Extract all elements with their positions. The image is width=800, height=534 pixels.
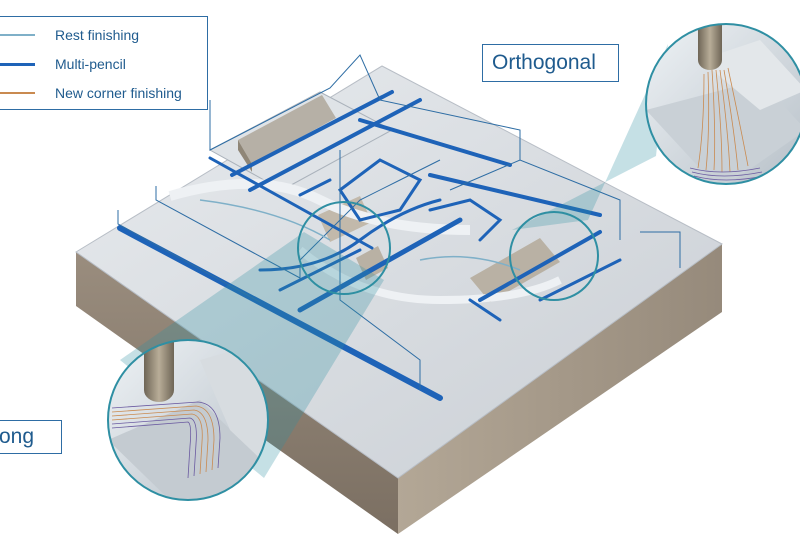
orthogonal-label: Orthogonal bbox=[482, 44, 619, 82]
magnifier-along bbox=[107, 339, 269, 501]
legend-swatch-new-corner-finishing bbox=[0, 92, 35, 94]
legend-item-new-corner-finishing: New corner finishing bbox=[0, 83, 182, 103]
legend: Rest finishing Multi-pencil New corner f… bbox=[0, 16, 208, 110]
legend-swatch-rest-finishing bbox=[0, 34, 35, 36]
legend-item-rest-finishing: Rest finishing bbox=[0, 25, 139, 45]
along-label: ong bbox=[0, 420, 62, 454]
legend-label: Rest finishing bbox=[55, 27, 140, 43]
toolpath-boundaries bbox=[117, 54, 681, 390]
focus-circle-left bbox=[297, 201, 391, 295]
legend-label: Multi-pencil bbox=[55, 56, 126, 72]
legend-swatch-multi-pencil bbox=[0, 62, 35, 66]
focus-circle-right bbox=[509, 211, 599, 301]
legend-item-multi-pencil: Multi-pencil bbox=[0, 54, 126, 74]
block-right-face bbox=[398, 244, 722, 534]
beam-right bbox=[512, 44, 668, 230]
rest-finishing-toolpaths bbox=[199, 199, 521, 271]
multi-pencil-toolpaths bbox=[117, 90, 622, 401]
beam-left bbox=[120, 232, 384, 478]
magnifier-orthogonal bbox=[645, 23, 800, 185]
legend-label: New corner finishing bbox=[55, 85, 182, 101]
